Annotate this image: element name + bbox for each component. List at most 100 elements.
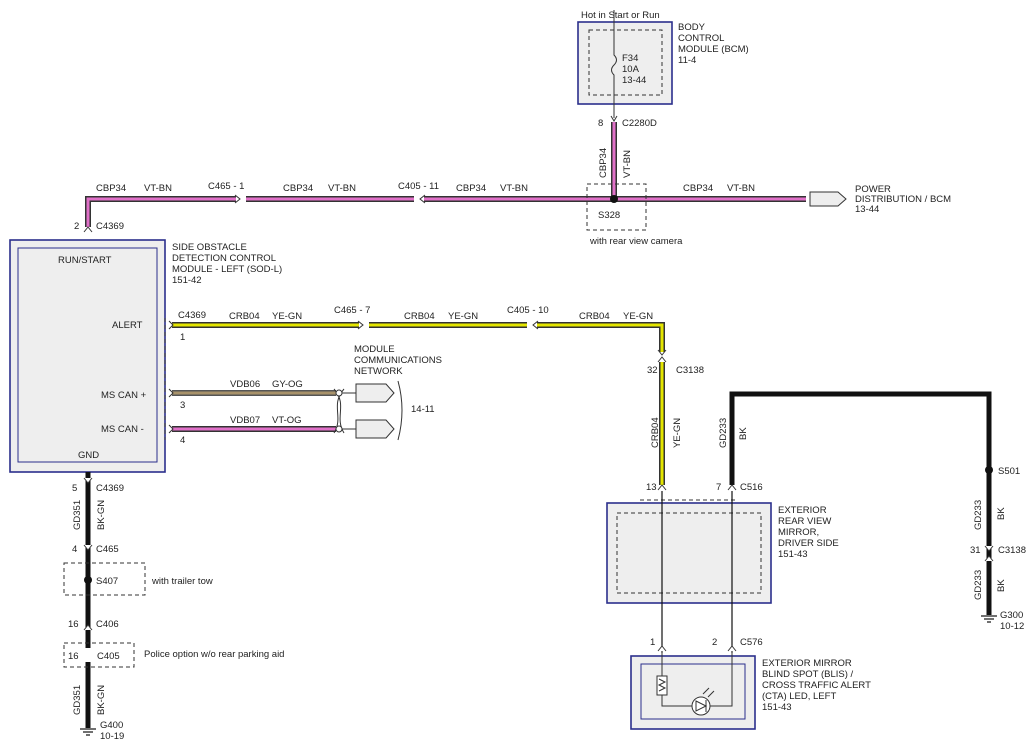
mirror-pin7-symbol: [727, 484, 737, 491]
alert-down-pin: 32: [647, 365, 658, 376]
alert-c3138-symbol-b: [657, 356, 667, 363]
alert-break-c465: [359, 319, 369, 331]
resistor-icon: [656, 675, 668, 696]
twisted-pair-end-plus: [335, 389, 343, 397]
top-sod-connector-symbol: [83, 226, 93, 233]
sod-pin-runstart: RUN/START: [58, 255, 112, 266]
top-run-wire: [85, 196, 806, 227]
s501-dot: [985, 466, 993, 474]
sod-name-line2: DETECTION CONTROL: [172, 253, 276, 264]
bcm-hot-label: Hot in Start or Run: [581, 10, 660, 21]
power-dist-line2: DISTRIBUTION / BCM: [855, 194, 951, 205]
gnd-conn-c4369: C4369: [96, 483, 124, 494]
sod-pin-alert: ALERT: [112, 320, 143, 331]
sod-pin-gnd: GND: [78, 450, 99, 461]
power-dist-connector-icon: [809, 191, 847, 207]
gnd-pin5: 5: [72, 483, 77, 494]
s407-dashed-box: [63, 562, 146, 596]
top-seg1-color: VT-BN: [144, 183, 172, 194]
alert-conn-c405: C405 - 10: [507, 305, 549, 316]
sod-pin-mscan-plus: MS CAN +: [101, 390, 147, 401]
gnd-conn-c405: C405: [97, 651, 120, 662]
bcm-connector: C2280D: [622, 118, 657, 129]
resistor-zigzag: [657, 678, 667, 692]
gnd-color: BK-GN: [96, 500, 107, 530]
mirror-bk-circuit: GD233: [718, 418, 729, 448]
mirror-ref: 151-43: [778, 549, 808, 560]
mirror-name-line4: DRIVER SIDE: [778, 538, 839, 549]
network-line3: NETWORK: [354, 366, 403, 377]
alert-seg1-circuit: CRB04: [229, 311, 260, 322]
bcm-fuse-ref: 13-44: [622, 75, 646, 86]
c405-break: [83, 648, 93, 662]
alert-break-c405: [527, 319, 537, 331]
alert-vertical-circuit: CRB04: [650, 417, 661, 448]
sod-name-line1: SIDE OBSTACLE: [172, 242, 247, 253]
top-seg3-color: VT-BN: [500, 183, 528, 194]
alert-c4369-symbol: [168, 320, 174, 330]
gnd-c4369-symbol: [83, 477, 93, 484]
top-break-c465: [236, 193, 246, 205]
mscan-plus-circuit: VDB06: [230, 379, 260, 390]
bcm-ref: 11-4: [678, 55, 696, 66]
right-circuit-b: GD233: [973, 570, 984, 600]
top-seg4-color: VT-BN: [727, 183, 755, 194]
right-c3138-symbol-b: [984, 555, 994, 562]
mirror-pin7: 7: [716, 482, 721, 493]
right-g300-ref: 10-12: [1000, 621, 1024, 632]
mscan-minus-pin: 4: [180, 435, 185, 446]
power-distribution: POWER DISTRIBUTION / BCM 13-44: [809, 184, 951, 215]
top-seg3-circuit: CBP34: [456, 183, 486, 194]
network-line2: COMMUNICATIONS: [354, 355, 442, 366]
top-seg2-color: VT-BN: [328, 183, 356, 194]
top-sod-pin: 2: [74, 221, 79, 232]
mirror-box: [606, 502, 772, 604]
s328-note: with rear view camera: [589, 236, 683, 247]
s407-dot: [84, 576, 92, 584]
led-diode-symbol: [695, 700, 708, 712]
gnd-color2: BK-GN: [96, 685, 107, 715]
gnd-g400-ref: 10-19: [100, 731, 124, 742]
gnd-pin16a: 16: [68, 619, 79, 630]
gnd-pin16b: 16: [68, 651, 79, 662]
sod-pin-mscan-minus: MS CAN -: [101, 424, 144, 435]
right-circuit-a: GD233: [973, 500, 984, 530]
bcm-name-line1: BODY: [678, 22, 706, 33]
mirror-name-line1: EXTERIOR: [778, 505, 827, 516]
alert-seg2-circuit: CRB04: [404, 311, 435, 322]
alert-c465-symbol: [357, 320, 364, 330]
bcm-connector-symbol: [610, 115, 618, 122]
top-conn-c405: C405 - 11: [398, 181, 439, 192]
gnd-circuit2: GD351: [72, 685, 83, 715]
alert-seg3-color: YE-GN: [623, 311, 653, 322]
sod-box: [9, 239, 166, 473]
right-color-a: BK: [996, 507, 1007, 520]
alert-down-connector: C3138: [676, 365, 704, 376]
alert-seg3-circuit: CRB04: [579, 311, 610, 322]
gnd-conn-c406: C406: [96, 619, 119, 630]
bcm-wire-color: VT-BN: [622, 150, 633, 178]
mscan-plus-color: GY-OG: [272, 379, 303, 390]
bcm-pin: 8: [598, 118, 603, 129]
mscan-plus-pin: 3: [180, 400, 185, 411]
blis-ref: 151-43: [762, 702, 792, 713]
mirror-module: 13 7 C516 EXTERIOR REAR VIEW MIRROR, DRI…: [606, 482, 839, 653]
blis-inner-box: [640, 663, 746, 720]
ground-g300-icon: [981, 615, 997, 623]
alert-wire-horizontal-inner: [172, 323, 664, 352]
blis-pin1: 1: [650, 637, 655, 648]
right-pin: 31: [970, 545, 981, 556]
network-line1: MODULE: [354, 344, 395, 355]
sod-ref: 151-42: [172, 275, 202, 286]
right-color-b: BK: [996, 579, 1007, 592]
network-ref: 14-11: [411, 404, 435, 415]
mscan-plus-connector-symbol: [168, 388, 174, 398]
network-connector-plus-icon: [355, 383, 395, 403]
mirror-bk-color: BK: [738, 427, 749, 440]
sod-name-line3: MODULE - LEFT (SOD-L): [172, 264, 282, 275]
alert-wire-horizontal: [172, 322, 665, 352]
s407-label: S407: [96, 576, 118, 587]
blis-circuit: [661, 651, 733, 707]
gnd-circuit: GD351: [72, 500, 83, 530]
